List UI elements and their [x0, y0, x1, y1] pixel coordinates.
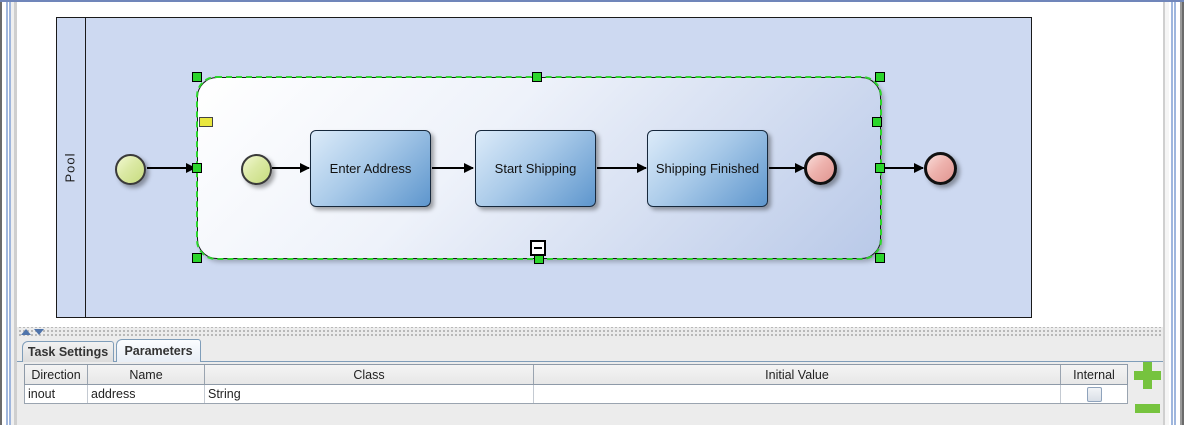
tab-label: Parameters [124, 344, 193, 358]
sequence-flow-arrow[interactable] [597, 163, 647, 173]
add-parameter-button[interactable] [1134, 362, 1161, 389]
divider-collapse-up-icon[interactable] [21, 329, 31, 335]
connection-handle-right[interactable] [875, 163, 885, 173]
window-frame-left [0, 2, 17, 425]
header-initial-value: Initial Value [534, 365, 1061, 384]
sequence-flow-arrow[interactable] [272, 163, 310, 173]
resize-handle-top-left[interactable] [192, 72, 202, 82]
minus-icon [534, 247, 542, 249]
sequence-flow-arrow[interactable] [432, 163, 474, 173]
header-class: Class [205, 365, 534, 384]
sequence-flow-arrow[interactable] [769, 163, 805, 173]
window-frame-right [1163, 2, 1184, 425]
pool-label: Pool [63, 152, 78, 183]
tab-task-settings[interactable]: Task Settings [22, 341, 114, 362]
cell-initial-value[interactable] [534, 385, 1061, 403]
tab-bar-underline [17, 361, 1163, 362]
resize-handle-bottom-right[interactable] [875, 253, 885, 263]
subprocess-collapse-button[interactable] [530, 240, 546, 256]
top-border-line [0, 0, 1184, 2]
table-row[interactable]: inout address String [24, 385, 1128, 404]
tab-label: Task Settings [27, 345, 109, 359]
start-event-outer[interactable] [115, 154, 146, 185]
header-name: Name [88, 365, 205, 384]
port-handle-left-yellow[interactable] [199, 117, 213, 127]
task-enter-address[interactable]: Enter Address [310, 130, 431, 207]
header-internal: Internal [1073, 367, 1115, 382]
tab-parameters[interactable]: Parameters [116, 339, 201, 362]
cell-direction[interactable]: inout [25, 385, 88, 403]
divider-collapse-down-icon[interactable] [34, 329, 44, 335]
connection-handle-left[interactable] [192, 163, 202, 173]
task-start-shipping[interactable]: Start Shipping [475, 130, 596, 207]
start-event-inner[interactable] [241, 154, 272, 185]
table-header-row: Direction Name Class Initial Value Inter… [24, 364, 1128, 385]
sequence-flow-arrow[interactable] [885, 163, 924, 173]
plus-icon [1134, 371, 1161, 380]
task-label: Shipping Finished [655, 161, 760, 176]
cell-internal[interactable] [1061, 385, 1127, 403]
end-event-outer[interactable] [924, 152, 957, 185]
cell-name[interactable]: address [88, 385, 205, 403]
parameters-table: Direction Name Class Initial Value Inter… [24, 364, 1128, 404]
end-event-inner[interactable] [804, 152, 837, 185]
split-pane-divider[interactable] [17, 327, 1163, 336]
resize-handle-top-right[interactable] [875, 72, 885, 82]
task-label: Start Shipping [494, 161, 577, 176]
pool-lane-header[interactable]: Pool [56, 17, 86, 318]
resize-handle-bottom-left[interactable] [192, 253, 202, 263]
resize-handle-top-center[interactable] [532, 72, 542, 82]
internal-checkbox[interactable] [1086, 386, 1102, 402]
header-direction: Direction [25, 365, 88, 384]
remove-parameter-button[interactable] [1135, 404, 1160, 413]
task-shipping-finished[interactable]: Shipping Finished [647, 130, 768, 207]
sequence-flow-arrow[interactable] [147, 163, 196, 173]
task-label: Enter Address [329, 161, 412, 176]
cell-class[interactable]: String [205, 385, 534, 403]
port-handle-right[interactable] [872, 117, 882, 127]
